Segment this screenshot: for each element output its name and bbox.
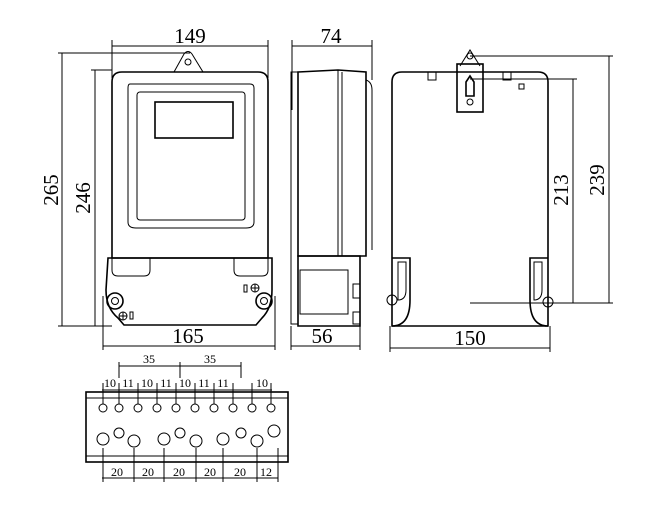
terminal-screw: [228, 403, 238, 413]
front-lcd-display: [154, 101, 234, 139]
terminal-block-outline: [85, 391, 289, 463]
back-slot-left: [427, 71, 437, 81]
back-view: 213 239 150: [386, 49, 613, 352]
side-terminal-box: [297, 255, 361, 327]
terminal-screw: [152, 403, 162, 413]
terminal-top-label: 10: [179, 376, 191, 390]
side-top-depth-label: 74: [321, 24, 343, 48]
front-outer-height-label: 265: [39, 174, 63, 206]
back-keyhole-circle: [466, 98, 474, 106]
side-cover-edge: [365, 79, 373, 250]
side-bottom-depth-label: 56: [312, 324, 333, 348]
terminal-top-label: 10: [141, 376, 153, 390]
terminal-top-label: 10: [104, 376, 116, 390]
back-mount-slot-left-inner: [397, 261, 407, 301]
back-mount-hole-right: [542, 296, 554, 308]
terminal-bottom-label: 20: [111, 465, 123, 479]
terminal-top-labels: 10 11 10 11 10 11 11 10: [104, 376, 268, 390]
terminal-top-ticks: [102, 383, 272, 404]
back-bottom-width-label: 150: [454, 326, 486, 350]
front-seal-mark-left: [129, 311, 134, 320]
front-body-outline: [111, 71, 269, 259]
back-mount-slot-right-inner: [533, 261, 543, 301]
back-body-outline: [391, 71, 549, 327]
terminal-hole: [157, 432, 171, 446]
back-mount-slot-right: [529, 257, 549, 327]
terminal-group-label-1: 35: [143, 352, 155, 366]
terminal-block: 35 35 10 11 10 11 10 11 11 10 20 20 20 2…: [85, 352, 289, 482]
back-slot-small: [518, 83, 525, 90]
side-body-outline: [297, 69, 367, 257]
terminal-screw: [266, 403, 276, 413]
front-hanger-tab: [173, 51, 204, 73]
terminal-hole: [189, 434, 203, 448]
back-mount-slot-left: [391, 257, 411, 327]
front-top-width-label: 149: [174, 24, 206, 48]
terminal-hole: [267, 424, 281, 438]
front-cover-window: [127, 83, 255, 229]
front-hanger-hole: [184, 58, 192, 66]
front-cover-window-inner: [136, 91, 246, 221]
terminal-screw: [190, 403, 200, 413]
side-wall-plate: [290, 71, 299, 325]
terminal-screw: [114, 403, 124, 413]
terminal-hole: [127, 434, 141, 448]
back-hanger-arch: [459, 49, 481, 67]
back-keyhole-icon: [465, 74, 475, 97]
front-mount-lug-right: [255, 292, 273, 310]
terminal-top-label: 11: [198, 376, 210, 390]
back-slot-right: [502, 71, 512, 81]
terminal-top-label: 10: [256, 376, 268, 390]
terminal-screw: [247, 403, 257, 413]
terminal-top-label: 11: [217, 376, 229, 390]
back-outer-height-label: 239: [585, 164, 609, 196]
terminal-screw: [133, 403, 143, 413]
terminal-group-label-2: 35: [204, 352, 216, 366]
terminal-screw: [209, 403, 219, 413]
terminal-holes-bottom: [96, 424, 281, 448]
terminal-hole: [216, 432, 230, 446]
terminal-top-label: 11: [160, 376, 172, 390]
terminal-bottom-label: 20: [204, 465, 216, 479]
front-cover-notch-left: [111, 258, 151, 277]
terminal-screw: [171, 403, 181, 413]
front-mount-lug-left: [106, 292, 124, 310]
front-cover-notch-right: [233, 258, 269, 277]
terminal-top-label: 11: [122, 376, 134, 390]
terminal-screws-top: [98, 403, 276, 413]
back-hanger-plate: [456, 63, 484, 113]
front-seal-mark-right: [243, 284, 248, 293]
side-terminal-recess: [299, 269, 349, 315]
front-inner-height-label: 246: [71, 182, 95, 214]
terminal-bottom-label: 12: [260, 465, 272, 479]
front-mount-lug-right-hole: [260, 297, 268, 305]
back-mount-hole-left: [386, 294, 398, 306]
side-screw-block-bottom: [352, 311, 361, 325]
terminal-hole: [250, 434, 264, 448]
terminal-bottom-labels: 20 20 20 20 20 12: [111, 465, 272, 479]
front-mount-lug-left-hole: [111, 297, 119, 305]
back-inner-height-label: 213: [549, 174, 573, 206]
front-view: 149 265 246: [39, 24, 276, 350]
side-view: 74 56: [290, 24, 373, 350]
terminal-hole: [174, 427, 186, 439]
terminal-bottom-ticks: [102, 448, 279, 482]
terminal-screw: [98, 403, 108, 413]
side-screw-block-top: [352, 283, 361, 299]
terminal-hole: [113, 427, 125, 439]
terminal-bottom-label: 20: [142, 465, 154, 479]
front-bottom-width-label: 165: [172, 324, 204, 348]
terminal-bottom-label: 20: [173, 465, 185, 479]
terminal-hole: [235, 427, 247, 439]
terminal-bottom-label: 20: [234, 465, 246, 479]
terminal-hole: [96, 432, 110, 446]
